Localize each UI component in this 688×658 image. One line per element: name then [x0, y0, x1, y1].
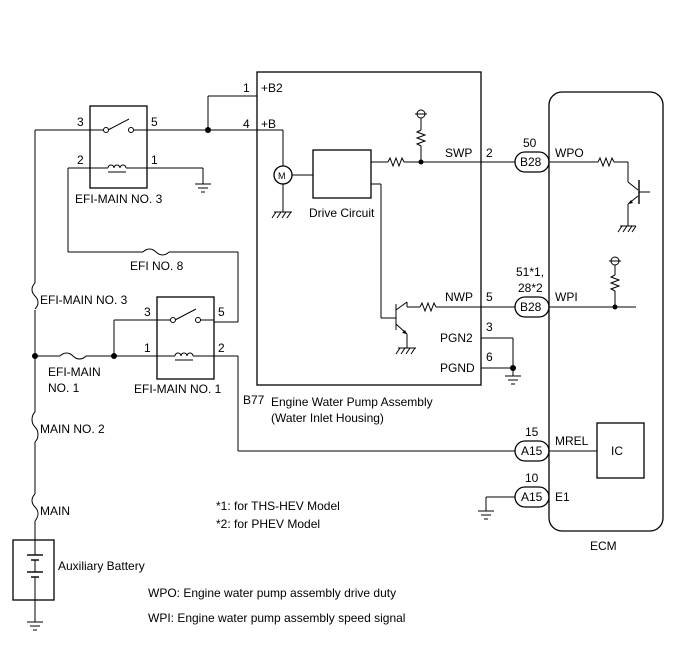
fuse-main-no2: MAIN NO. 2	[31, 411, 105, 443]
nwp-pin: 5	[486, 290, 493, 304]
ecm-wpi-circuit	[549, 256, 636, 310]
ecm-label: ECM	[590, 539, 617, 553]
pin-b-number: 4	[243, 117, 250, 131]
a15-bottom-label: A15	[521, 490, 543, 504]
efi8-wires: EFI NO. 8	[67, 167, 239, 323]
swp-name: SWP	[445, 146, 472, 160]
fuse-efi-main-3-label: EFI-MAIN NO. 3	[40, 293, 128, 307]
fuse-main: MAIN	[31, 493, 70, 522]
nwp-name: NWP	[445, 290, 473, 304]
pgn2-pin: 3	[486, 320, 493, 334]
relay3-pin1: 1	[151, 153, 158, 167]
relay-efi-main-3: 3 5 2 1 EFI-MAIN NO. 3	[75, 105, 163, 206]
ecm-ic: IC	[549, 422, 645, 479]
pump-name-line1: Engine Water Pump Assembly	[271, 395, 433, 409]
relay1-pin5: 5	[218, 305, 225, 319]
b28-bottom-label: B28	[520, 300, 542, 314]
pin-b-name: +B	[261, 117, 276, 131]
drive-circuit: Drive Circuit	[309, 149, 375, 220]
notes: *1: for THS-HEV Model *2: for PHEV Model…	[148, 499, 405, 625]
b28-bottom-pin-a: 51*1,	[516, 265, 544, 279]
note-wpo: WPO: Engine water pump assembly drive du…	[148, 586, 396, 600]
battery-label: Auxiliary Battery	[58, 559, 145, 573]
e1-ground-icon	[478, 496, 515, 520]
note-1: *1: for THS-HEV Model	[216, 499, 340, 513]
b28-top-label: B28	[520, 155, 542, 169]
fuse-efi8-label: EFI NO. 8	[130, 259, 184, 273]
relay3-pin3: 3	[77, 115, 84, 129]
water-pump-assembly: 1 +B2 4 +B Engine Water Pump Assembly (W…	[243, 71, 482, 425]
mrel-wire: B77	[214, 355, 515, 452]
relay-efi-main-1: 3 5 1 2 EFI-MAIN NO. 1	[134, 296, 225, 396]
b28-top-pin: 50	[523, 136, 537, 150]
nwp-circuit: NWP 5	[371, 183, 515, 355]
connector-b28-bottom: B28 51*1, 28*2	[514, 265, 550, 318]
relay3-name: EFI-MAIN NO. 3	[75, 192, 163, 206]
auxiliary-battery: Auxiliary Battery	[12, 539, 145, 601]
fuse-efi-main-1: EFI-MAIN NO. 1	[48, 319, 157, 395]
fuse-efi-main-1-label-b: NO. 1	[48, 381, 80, 395]
a15-bottom-pin: 10	[525, 471, 539, 485]
b77-label: B77	[243, 393, 265, 407]
pin-b2-name: +B2	[261, 81, 283, 95]
fuse-efi-main-3-left: EFI-MAIN NO. 3	[31, 282, 128, 310]
swp-pin: 2	[486, 146, 493, 160]
fuse-efi-main-1-label-a: EFI-MAIN	[48, 365, 101, 379]
relay1-pin1: 1	[144, 341, 151, 355]
relay1-pin2: 2	[218, 341, 225, 355]
motor-label: M	[278, 171, 286, 181]
swp-circuit: SWP 2	[371, 109, 515, 168]
main-bus-wires	[32, 129, 90, 622]
pin-b2-number: 1	[243, 81, 250, 95]
drive-circuit-label: Drive Circuit	[309, 206, 375, 220]
fuse-main-no2-label: MAIN NO. 2	[40, 422, 105, 436]
relay3-pin5: 5	[151, 115, 158, 129]
pump-name-line2: (Water Inlet Housing)	[271, 411, 384, 425]
pgn2-name: PGN2	[440, 331, 473, 345]
ecm-wpo-circuit	[549, 156, 650, 233]
connector-a15-top: A15 15	[514, 425, 550, 462]
note-wpi: WPI: Engine water pump assembly speed si…	[148, 611, 405, 625]
pgnd-pin: 6	[486, 350, 493, 364]
wpo-name: WPO	[555, 146, 584, 160]
connector-a15-bottom: A15 10	[514, 471, 550, 508]
relay3-coil-ground-icon	[147, 167, 211, 193]
pgnd-name: PGND	[440, 361, 475, 375]
wpi-name: WPI	[555, 290, 578, 304]
connector-b28-top: B28 50	[514, 136, 550, 173]
relay3-pin2: 2	[77, 153, 84, 167]
b28-bottom-pin-b: 28*2	[518, 281, 543, 295]
battery-ground-icon	[27, 621, 43, 631]
mrel-name: MREL	[555, 434, 589, 448]
a15-top-pin: 15	[525, 425, 539, 439]
fuse-main-label: MAIN	[40, 504, 70, 518]
a15-top-label: A15	[521, 444, 543, 458]
relay1-name: EFI-MAIN NO. 1	[134, 382, 222, 396]
relay1-pin3: 3	[144, 305, 151, 319]
battery-plus-wires	[147, 95, 257, 133]
note-2: *2: for PHEV Model	[216, 517, 320, 531]
e1-name: E1	[555, 490, 570, 504]
ic-label: IC	[611, 444, 623, 458]
ecm: ECM WPO WPI MREL E1	[548, 91, 664, 553]
motor-circuit: M	[257, 129, 313, 219]
pump-ground-circuit: PGN2 3 PGND 6	[440, 320, 521, 385]
